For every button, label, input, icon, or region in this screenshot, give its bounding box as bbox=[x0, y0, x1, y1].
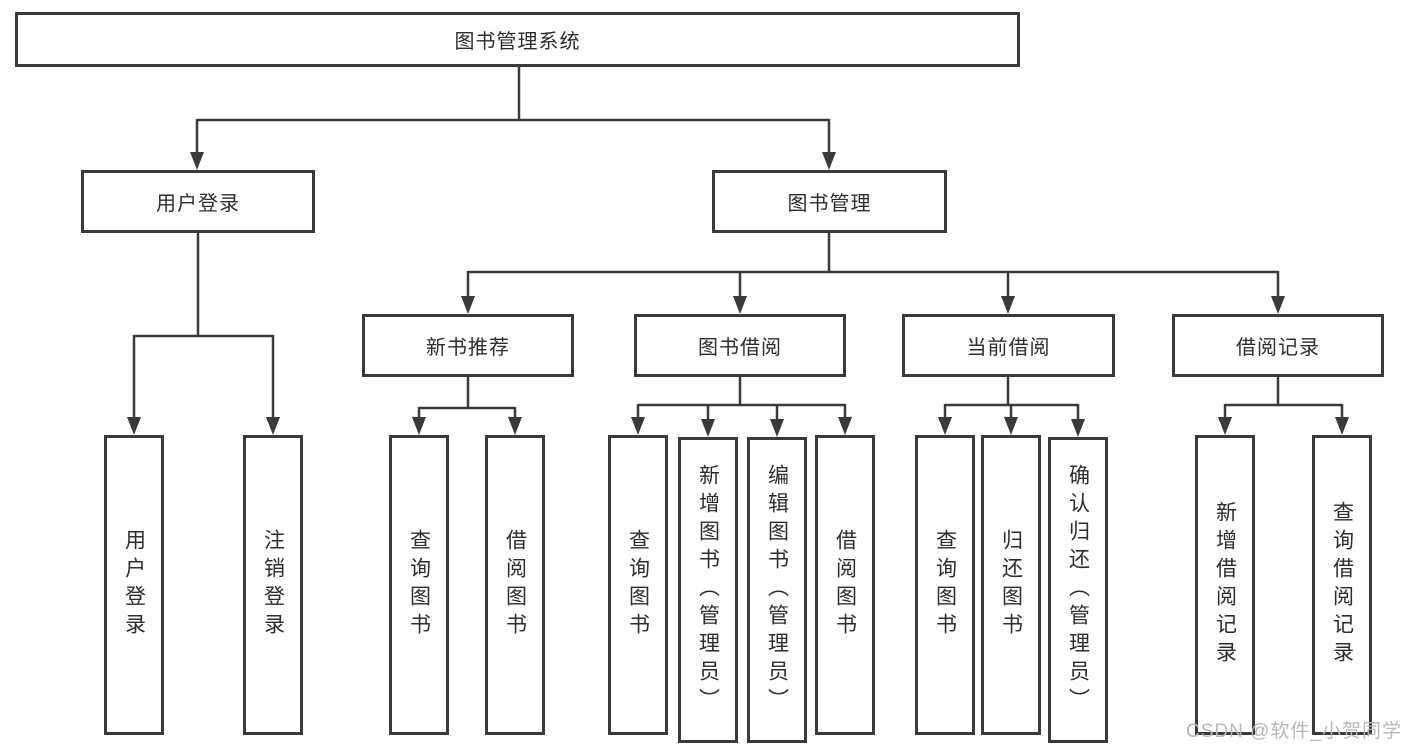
leaf-bb-borrow-books: 借阅图书 bbox=[815, 435, 875, 735]
leaf-cb-return-books: 归还图书 bbox=[981, 435, 1041, 735]
leaf-nbr-query-books-label: 查询图书 bbox=[407, 529, 431, 641]
leaf-bb-borrow-books-label: 借阅图书 bbox=[833, 529, 857, 641]
node-root-label: 图书管理系统 bbox=[454, 31, 581, 53]
leaf-bb-edit-books-admin: 编辑图书（管理员） bbox=[747, 437, 807, 743]
leaf-br-query-record: 查询借阅记录 bbox=[1312, 435, 1372, 735]
node-book-borrowing-label: 图书借阅 bbox=[698, 337, 782, 359]
node-book-management-label: 图书管理 bbox=[787, 193, 872, 215]
leaf-br-add-record: 新增借阅记录 bbox=[1195, 435, 1255, 735]
leaf-bb-query-books-label: 查询图书 bbox=[626, 529, 650, 641]
leaf-logout-login: 注销登录 bbox=[243, 435, 303, 735]
leaf-nbr-borrow-books-label: 借阅图书 bbox=[503, 529, 527, 641]
node-new-book-recommend-label: 新书推荐 bbox=[426, 337, 510, 359]
leaf-cb-confirm-return-admin-label: 确认归还（管理员） bbox=[1066, 464, 1090, 716]
leaf-user-login-label: 用户登录 bbox=[122, 529, 146, 641]
leaf-bb-query-books: 查询图书 bbox=[608, 435, 668, 735]
node-user-login: 用户登录 bbox=[81, 170, 315, 233]
leaf-nbr-query-books: 查询图书 bbox=[389, 435, 449, 735]
leaf-bb-edit-books-admin-label: 编辑图书（管理员） bbox=[765, 464, 789, 716]
node-book-management: 图书管理 bbox=[712, 170, 947, 233]
leaf-bb-add-books-admin-label: 新增图书（管理员） bbox=[696, 464, 720, 716]
leaf-cb-return-books-label: 归还图书 bbox=[999, 529, 1023, 641]
node-user-login-label: 用户登录 bbox=[156, 193, 240, 215]
leaf-nbr-borrow-books: 借阅图书 bbox=[485, 435, 545, 735]
arrowhead-icons bbox=[127, 152, 1349, 437]
leaf-logout-login-label: 注销登录 bbox=[261, 529, 285, 641]
node-current-borrowing: 当前借阅 bbox=[902, 314, 1115, 377]
node-book-borrowing: 图书借阅 bbox=[634, 314, 846, 377]
leaf-user-login: 用户登录 bbox=[104, 435, 164, 735]
leaf-cb-query-books: 查询图书 bbox=[915, 435, 975, 735]
node-new-book-recommend: 新书推荐 bbox=[362, 314, 574, 377]
connector-lines bbox=[132, 67, 1344, 421]
leaf-bb-add-books-admin: 新增图书（管理员） bbox=[678, 437, 738, 743]
node-root: 图书管理系统 bbox=[15, 12, 1020, 67]
csdn-watermark: CSDN @软件_小贺同学 bbox=[1186, 721, 1402, 742]
node-borrowing-records-label: 借阅记录 bbox=[1236, 337, 1320, 359]
leaf-cb-query-books-label: 查询图书 bbox=[933, 529, 957, 641]
node-borrowing-records: 借阅记录 bbox=[1172, 314, 1384, 377]
leaf-cb-confirm-return-admin: 确认归还（管理员） bbox=[1048, 437, 1108, 743]
leaf-br-add-record-label: 新增借阅记录 bbox=[1213, 501, 1237, 669]
leaf-br-query-record-label: 查询借阅记录 bbox=[1330, 501, 1354, 669]
node-current-borrowing-label: 当前借阅 bbox=[966, 337, 1051, 359]
